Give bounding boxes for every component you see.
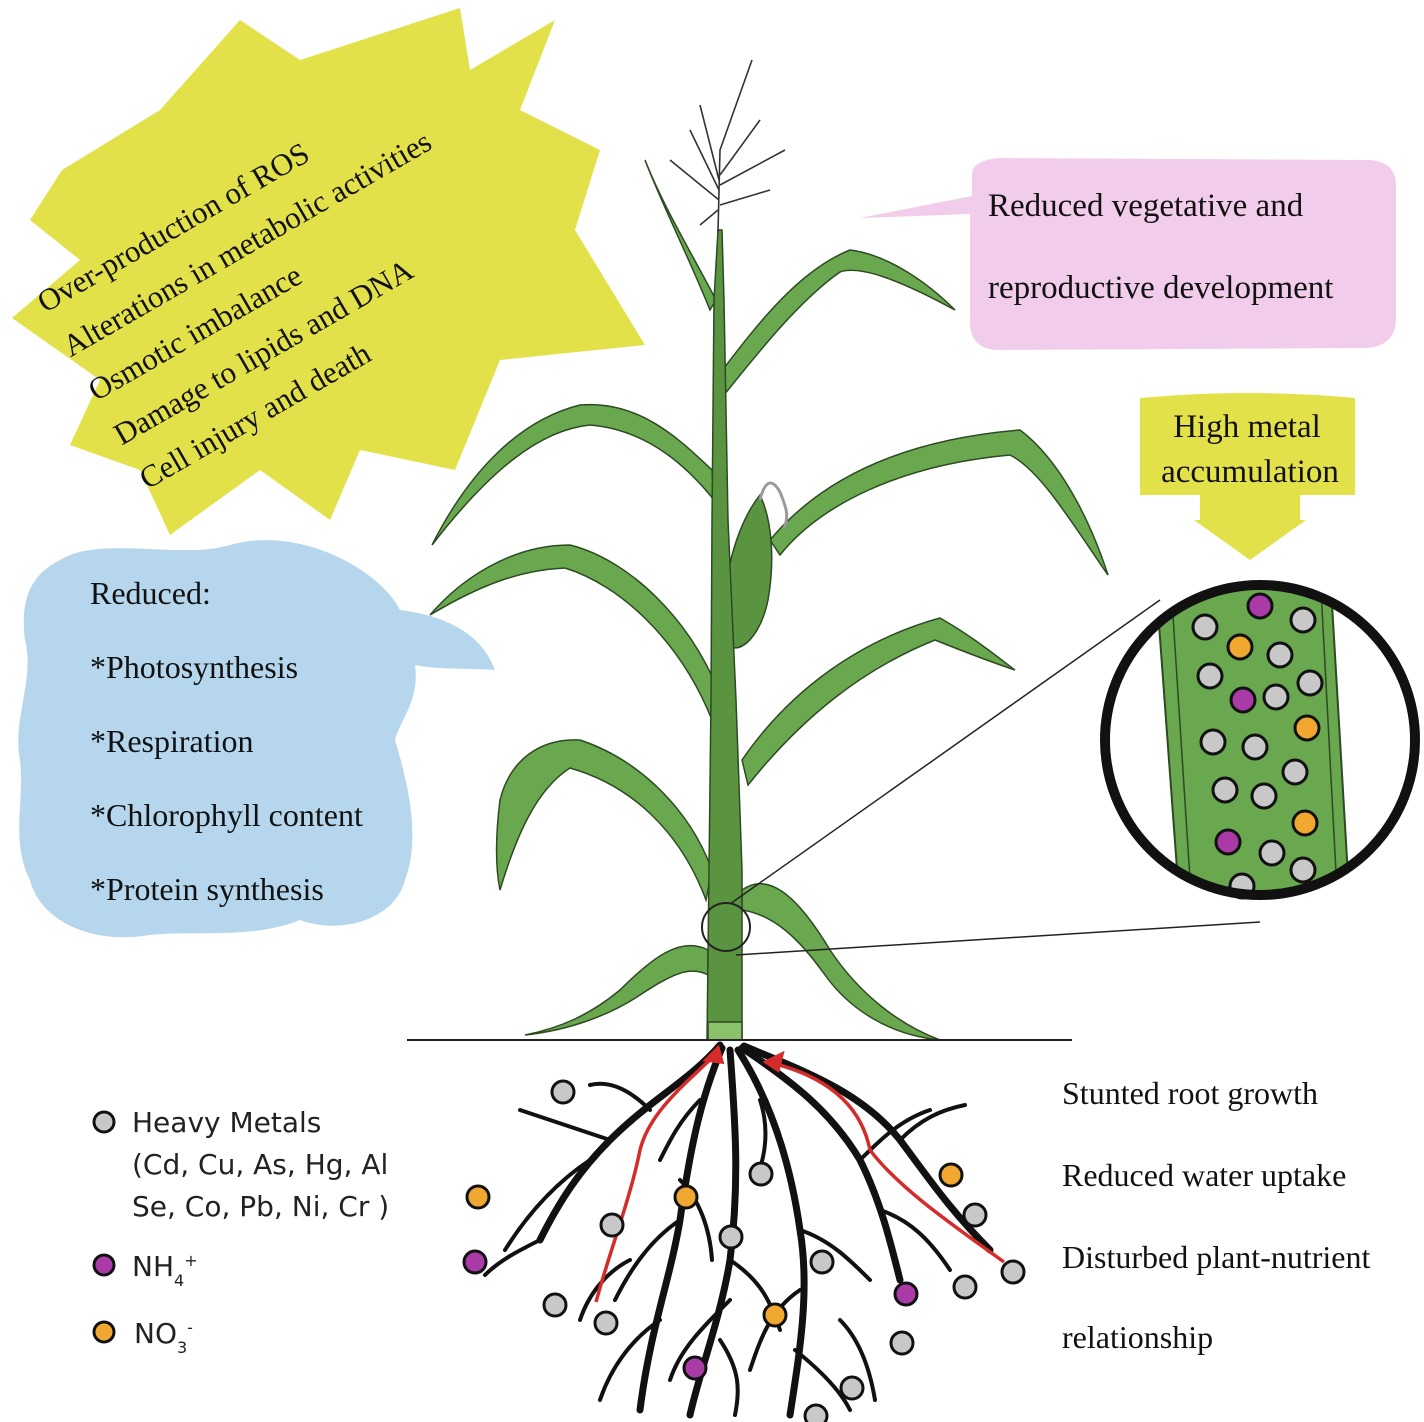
magnified-heavy-metal-particle <box>1289 606 1317 634</box>
uptake-arrow-left <box>594 1050 720 1303</box>
starburst-shape <box>12 8 645 535</box>
accumulation-line-2: accumulation <box>1161 454 1339 490</box>
reduced-processes-cloud: Reduced: *Photosynthesis *Respiration *C… <box>18 540 495 938</box>
reduced-item-4: *Protein synthesis <box>90 871 324 907</box>
legend-heavy-metals-list-2: Se, Co, Pb, Ni, Cr ) <box>132 1190 389 1223</box>
magnified-heavy-metal-particle <box>1258 839 1286 867</box>
zoom-line-upper <box>729 599 1161 905</box>
magnified-no3-particle <box>1291 809 1319 837</box>
corn-ear <box>723 493 773 649</box>
soil-heavy-metal-particle <box>809 1249 835 1275</box>
legend-nh4-label: NH4+ <box>132 1250 198 1290</box>
legend-heavy-metals-label: Heavy Metals <box>132 1106 321 1139</box>
soil-nh4-particle <box>682 1355 708 1381</box>
uptake-arrowhead-left <box>702 1044 725 1065</box>
leaf-lower-right <box>741 883 941 1041</box>
vegetative-development-callout: Reduced vegetative and reproductive deve… <box>860 158 1397 350</box>
magnifier-ring <box>1100 580 1420 900</box>
stem-zoom-marker <box>701 902 751 952</box>
vegetative-line-2: reproductive development <box>988 270 1333 306</box>
magnified-heavy-metal-particle <box>1289 856 1317 884</box>
magnified-heavy-metal-particle <box>1266 641 1294 669</box>
reduced-item-2: *Respiration <box>90 723 254 759</box>
legend-heavy-metal-marker <box>92 1110 116 1134</box>
root-effects: Stunted root growth Reduced water uptake… <box>1062 1075 1370 1355</box>
magnified-heavy-metal-particle <box>1199 728 1227 756</box>
vegetative-line-1: Reduced vegetative and <box>988 188 1304 224</box>
soil-no3-particle <box>465 1184 491 1210</box>
leaf-mid-right <box>741 617 1016 787</box>
magnified-no3-particle <box>1226 633 1254 661</box>
root-effect-1: Stunted root growth <box>1062 1075 1318 1111</box>
magnified-heavy-metal-particle <box>1296 669 1324 697</box>
leaf-base-left <box>524 944 709 1036</box>
leaf-lower-left <box>495 739 713 903</box>
blue-cloud-shape <box>18 540 495 938</box>
soil-heavy-metal-particle <box>599 1212 625 1238</box>
stem-base <box>707 1021 743 1041</box>
magnified-heavy-metal-particle <box>1196 662 1224 690</box>
magnified-heavy-metal-particle <box>1211 776 1239 804</box>
soil-heavy-metal-particle <box>952 1274 978 1300</box>
reduced-item-1: *Photosynthesis <box>90 649 298 685</box>
uptake-arrows <box>594 1044 1006 1303</box>
legend: Heavy Metals (Cd, Cu, As, Hg, Al Se, Co,… <box>92 1106 389 1357</box>
legend-nh4-marker <box>92 1253 116 1277</box>
uptake-arrow-right <box>771 1061 1006 1264</box>
soil-no3-particle <box>938 1162 964 1188</box>
pink-callout-shape <box>860 158 1397 350</box>
stem <box>706 229 743 1041</box>
magnified-nh4-particle <box>1229 686 1257 714</box>
uptake-arrowhead-right <box>762 1050 785 1073</box>
accumulation-line-1: High metal <box>1173 409 1321 445</box>
soil-nh4-particle <box>462 1249 488 1275</box>
soil-no3-particle <box>673 1184 699 1210</box>
magnified-heavy-metal-particle <box>1191 613 1219 641</box>
root-effect-2: Reduced water uptake <box>1062 1157 1346 1193</box>
accumulation-callout: High metal accumulation <box>1140 393 1355 560</box>
legend-no3-label: NO3- <box>134 1317 193 1357</box>
leaf-top-left <box>644 159 717 312</box>
root-effect-4: relationship <box>1062 1319 1213 1355</box>
zoom-line-lower <box>735 921 1261 956</box>
soil-heavy-metal-particle <box>718 1224 744 1250</box>
reduced-heading: Reduced: <box>90 575 211 611</box>
maize-plant <box>429 59 1109 1041</box>
legend-no3-marker <box>92 1320 116 1344</box>
soil-heavy-metal-particle <box>550 1079 576 1105</box>
magnified-heavy-metal-particle <box>1281 758 1309 786</box>
leaf-upper-left <box>431 403 715 546</box>
magnified-heavy-metal-particle <box>1241 733 1269 761</box>
magnified-nh4-particle <box>1246 592 1274 620</box>
stress-effects-starburst: Over-production of ROS Alterations in me… <box>12 8 645 535</box>
soil-heavy-metal-particle <box>1000 1259 1026 1285</box>
soil-heavy-metal-particle <box>889 1330 915 1356</box>
corn-silk <box>758 481 789 529</box>
soil-heavy-metal-particle <box>748 1161 774 1187</box>
legend-heavy-metals-list-1: (Cd, Cu, As, Hg, Al <box>132 1148 388 1181</box>
soil-no3-particle <box>762 1302 788 1328</box>
root-effect-3: Disturbed plant-nutrient <box>1062 1239 1370 1275</box>
reduced-item-3: *Chlorophyll content <box>90 797 363 833</box>
leaf-mid-left <box>429 544 719 723</box>
magnified-no3-particle <box>1293 714 1321 742</box>
soil-nh4-particle <box>893 1281 919 1307</box>
leaf-top-right <box>714 249 956 402</box>
magnified-particles <box>1191 592 1324 900</box>
magnified-heavy-metal-particle <box>1250 782 1278 810</box>
soil-heavy-metal-particle <box>803 1403 829 1422</box>
tassel <box>669 59 786 233</box>
soil-particles <box>462 1079 1026 1422</box>
magnified-heavy-metal-particle <box>1262 683 1290 711</box>
magnified-stem-view <box>1100 580 1420 900</box>
accumulation-callout-shape <box>1140 393 1355 560</box>
leaf-upper-right <box>769 429 1109 576</box>
soil-heavy-metal-particle <box>839 1375 865 1401</box>
soil-heavy-metal-particle <box>593 1310 619 1336</box>
soil-heavy-metal-particle <box>962 1202 988 1228</box>
soil-heavy-metal-particle <box>542 1292 568 1318</box>
magnified-nh4-particle <box>1214 828 1242 856</box>
